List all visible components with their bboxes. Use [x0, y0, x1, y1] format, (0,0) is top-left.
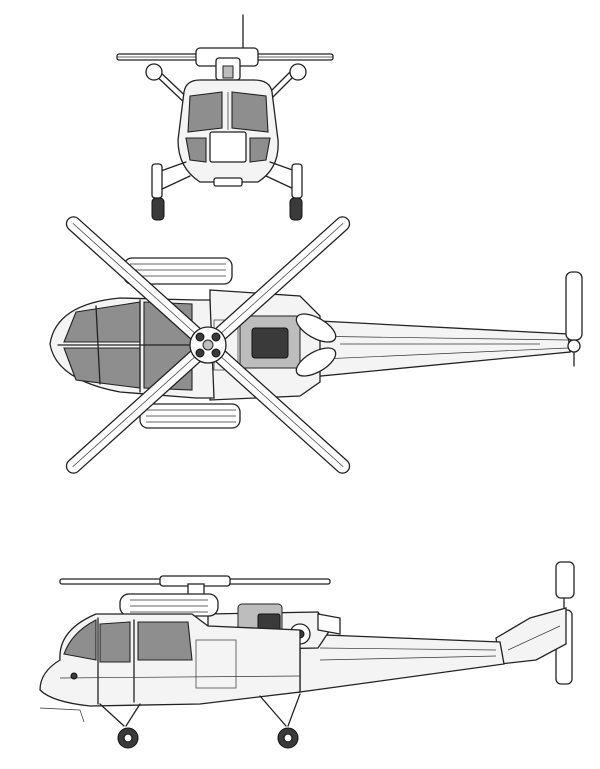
front-belly — [213, 177, 243, 187]
top-view — [49, 216, 583, 474]
side-landing-gear — [99, 693, 301, 749]
side-door-panel — [195, 639, 237, 689]
front-windscreen-left — [187, 91, 223, 133]
front-lower-window-left — [185, 137, 207, 163]
side-windscreen — [63, 619, 97, 661]
top-canopy-right — [63, 347, 141, 389]
side-cockpit-door-window — [99, 621, 131, 663]
top-tail-rotor — [565, 271, 583, 341]
top-tail-hub — [567, 339, 581, 353]
side-tail — [495, 561, 575, 685]
front-rotor-hub — [215, 57, 241, 81]
front-view — [116, 14, 334, 221]
front-lower-window-right — [249, 137, 271, 163]
top-engine — [209, 289, 337, 401]
front-wheel-left — [151, 197, 165, 221]
front-wheel-right — [289, 197, 303, 221]
top-floats — [123, 257, 241, 429]
front-nose-panel — [209, 131, 247, 163]
top-main-rotor — [65, 216, 351, 474]
side-tail-boom — [299, 633, 505, 693]
side-cabin-window — [137, 621, 193, 661]
top-canopy-left — [63, 301, 141, 343]
front-windscreen-right — [231, 91, 269, 133]
side-main-rotor — [59, 575, 331, 599]
front-landing-gear — [151, 161, 303, 221]
side-float — [119, 593, 219, 617]
side-view — [39, 561, 575, 749]
front-rotor-blades — [116, 47, 334, 67]
top-tail-boom — [299, 271, 583, 379]
